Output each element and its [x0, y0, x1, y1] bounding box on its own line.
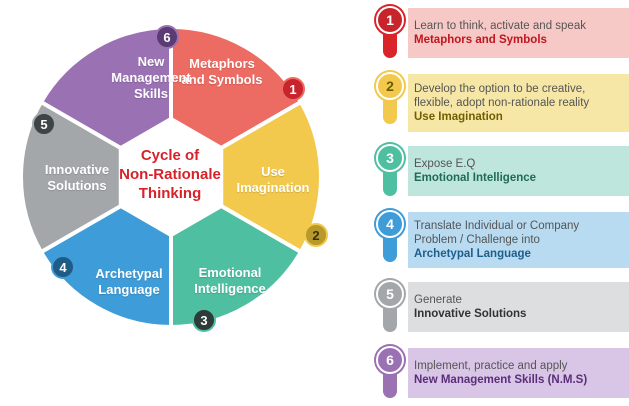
pin-marker: 6 [376, 346, 404, 398]
center-title-line: Non-Rationale [119, 166, 221, 183]
list-card: Learn to think, activate and speak Metap… [408, 8, 629, 58]
segment-badge-2: 2 [304, 223, 328, 247]
segment-label-line: Language [98, 282, 160, 297]
list-card: Develop the option to be creative, flexi… [408, 74, 629, 132]
list-desc: Develop the option to be creative, flexi… [414, 83, 590, 109]
list-title: Use Imagination [414, 111, 503, 123]
list-card: Translate Individual or Company Problem … [408, 212, 629, 268]
pin-marker: 3 [376, 144, 404, 196]
list-card: Expose E.Q Emotional Intelligence [408, 146, 629, 196]
pin-number: 4 [376, 210, 404, 238]
center-hexagon [119, 117, 223, 237]
list-title: Archetypal Language [414, 248, 531, 260]
list-desc: Learn to think, activate and speak [414, 20, 586, 32]
segment-label-imagination: Use Imagination [218, 164, 328, 196]
segment-label-metaphors: Metaphors and Symbols [167, 56, 277, 88]
segment-label-line: Metaphors [189, 56, 255, 71]
segment-badge-3: 3 [192, 308, 216, 332]
segment-label-line: Emotional [198, 265, 262, 280]
pin-marker: 1 [376, 6, 404, 58]
list-item-imagination: 2 Develop the option to be creative, fle… [376, 72, 629, 132]
segment-label-management: New Management Skills [96, 54, 206, 102]
segment-label-emotional: Emotional Intelligence [175, 265, 285, 297]
segment-label-line: Imagination [236, 180, 310, 195]
list-desc: Generate [414, 294, 462, 306]
list-item-innovative: 5 Generate Innovative Solutions [376, 280, 629, 332]
segment-label-line: Archetypal [95, 266, 163, 281]
pin-marker: 5 [376, 280, 404, 332]
list-title: Innovative Solutions [414, 308, 527, 320]
segment-badge-6: 6 [155, 25, 179, 49]
list-title: New Management Skills (N.M.S) [414, 374, 588, 386]
pin-number: 1 [376, 6, 404, 34]
list-item-metaphors: 1 Learn to think, activate and speak Met… [376, 6, 629, 58]
pin-marker: 2 [376, 72, 404, 124]
pin-number: 6 [376, 346, 404, 374]
list-title: Emotional Intelligence [414, 172, 537, 184]
list-title: Metaphors and Symbols [414, 34, 547, 46]
list-item-management: 6 Implement, practice and apply New Mana… [376, 346, 629, 398]
pin-number: 5 [376, 280, 404, 308]
list-item-archetypal: 4 Translate Individual or Company Proble… [376, 210, 629, 268]
cycle-wheel-svg [19, 25, 323, 329]
pin-number: 3 [376, 144, 404, 172]
center-title: Cycle of Non-Rationale Thinking [109, 146, 231, 203]
segment-label-archetypal: Archetypal Language [74, 266, 184, 298]
list-desc: Translate Individual or Company Problem … [414, 220, 580, 246]
segment-label-line: New [137, 54, 165, 69]
center-title-line: Thinking [138, 185, 202, 202]
segment-label-line: Solutions [47, 178, 107, 193]
segment-label-line: Intelligence [194, 281, 266, 296]
segment-badge-1: 1 [281, 77, 305, 101]
list-card: Generate Innovative Solutions [408, 282, 629, 332]
segment-label-line: Skills [134, 86, 168, 101]
pin-marker: 4 [376, 210, 404, 262]
segment-label-line: and Symbols [181, 72, 263, 87]
list-desc: Implement, practice and apply [414, 360, 568, 372]
segment-badge-5: 5 [32, 112, 56, 136]
segment-label-line: Use [261, 164, 285, 179]
list-desc: Expose E.Q [414, 158, 476, 170]
list-item-emotional: 3 Expose E.Q Emotional Intelligence [376, 144, 629, 196]
list-card: Implement, practice and apply New Manage… [408, 348, 629, 398]
segment-badge-4: 4 [51, 255, 75, 279]
segment-label-line: Innovative [44, 162, 110, 177]
center-title-line: Cycle of [140, 147, 200, 164]
segment-label-innovative: Innovative Solutions [22, 162, 132, 194]
segment-label-line: Management [111, 70, 191, 85]
cycle-wheel: Cycle of Non-Rationale Thinking Metaphor… [19, 25, 328, 332]
pin-number: 2 [376, 72, 404, 100]
